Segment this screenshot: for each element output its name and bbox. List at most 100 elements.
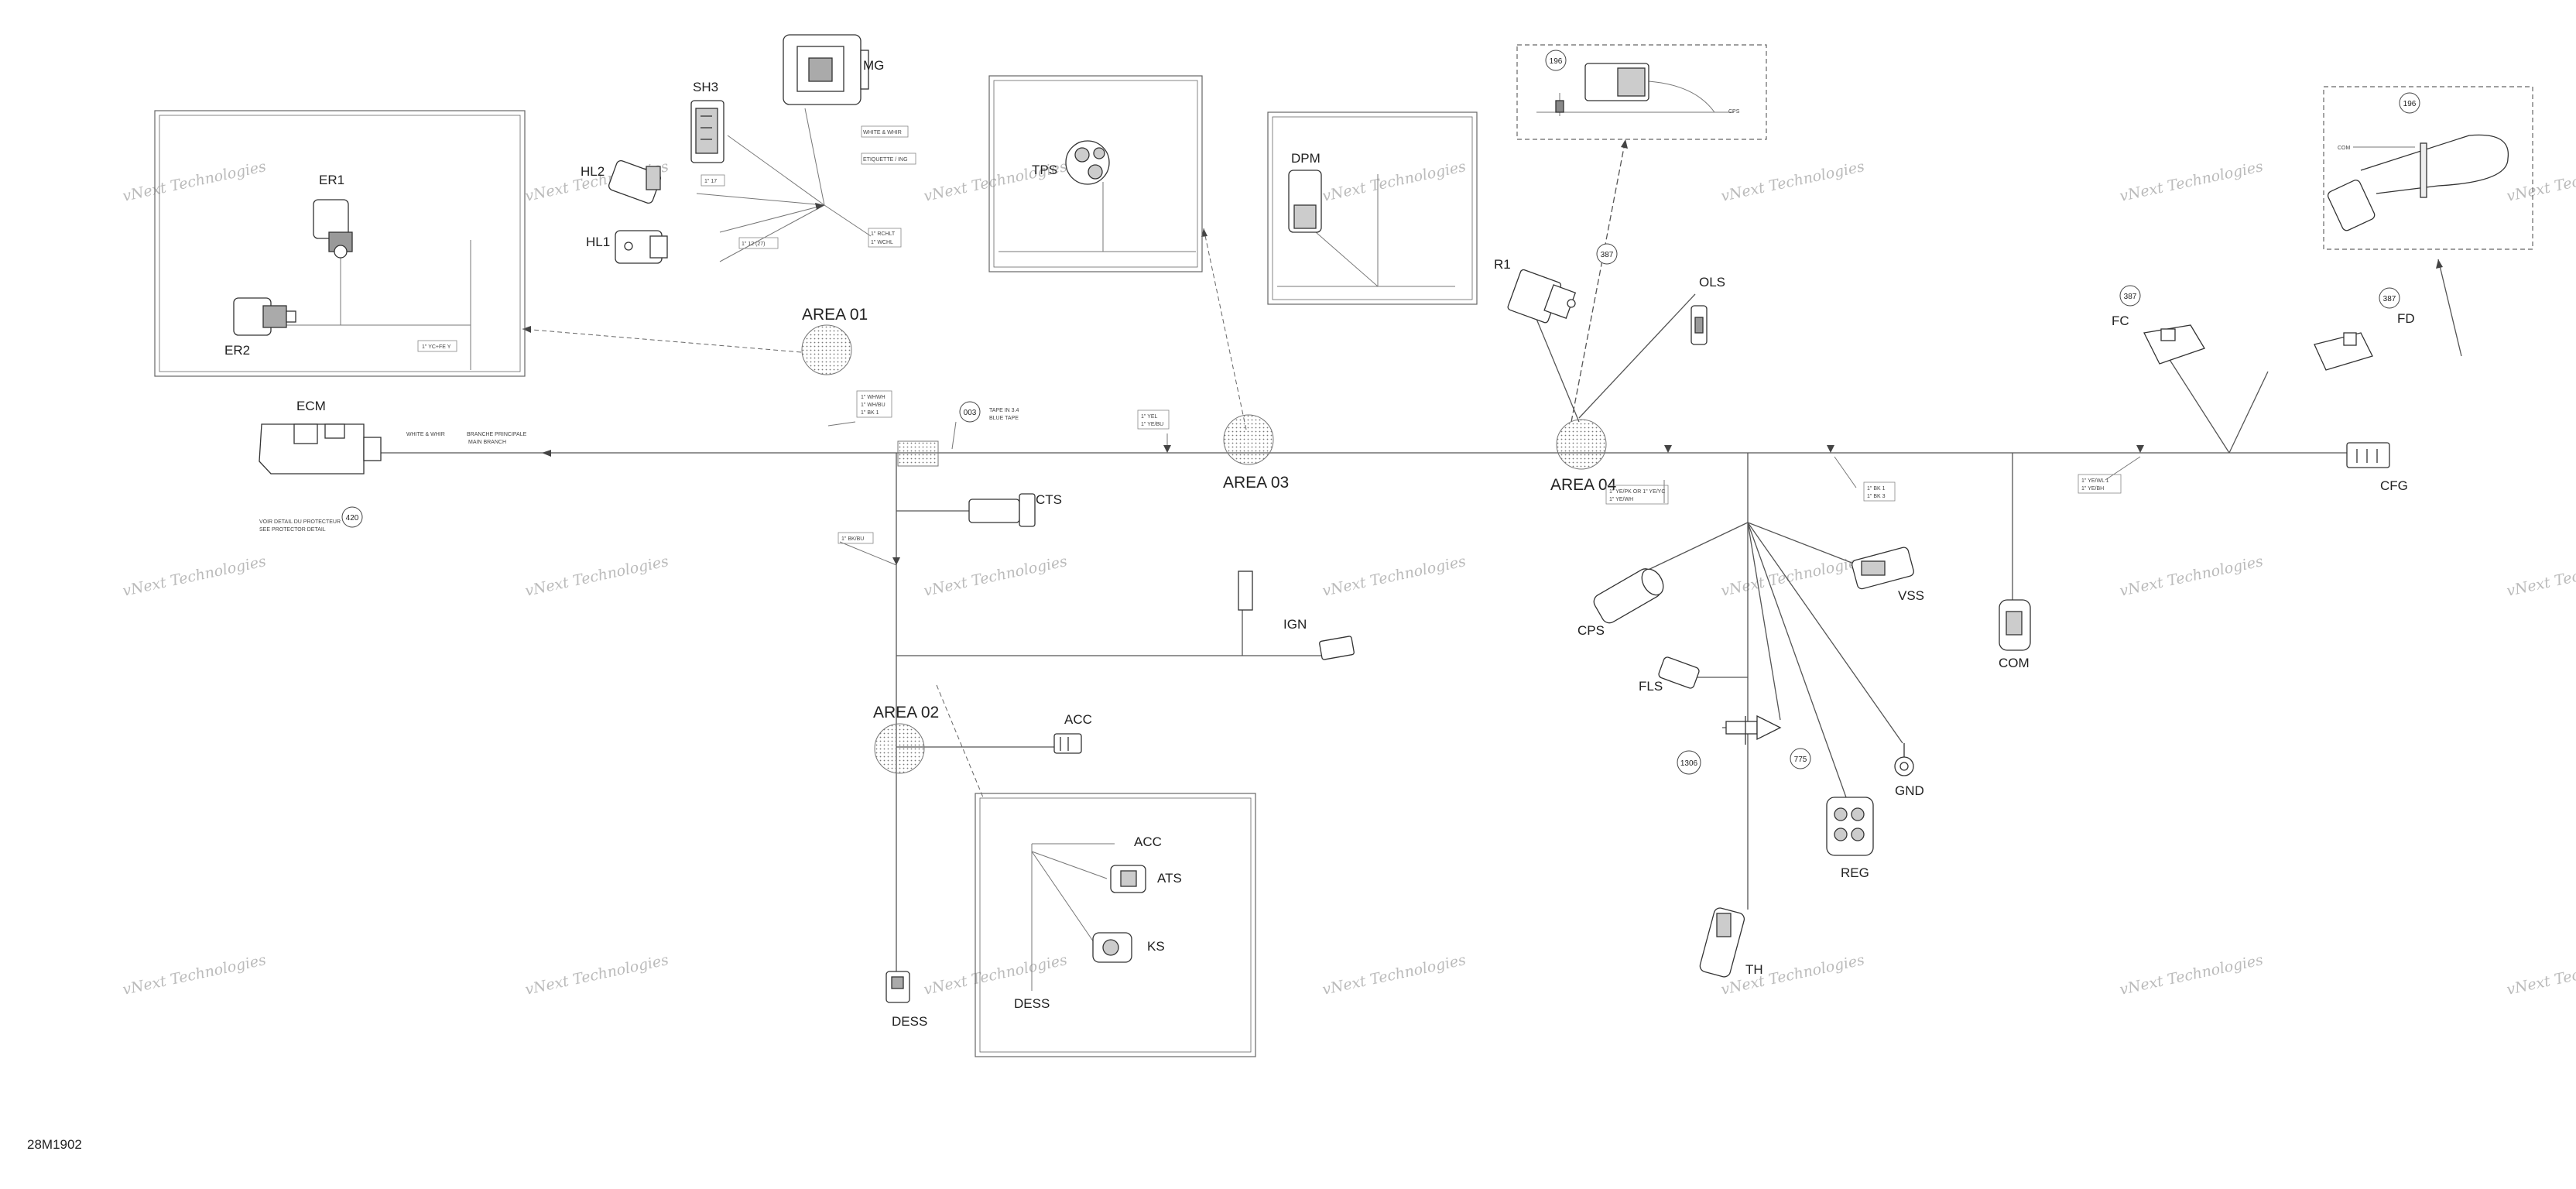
hl2-connector-icon	[608, 159, 661, 204]
tps-detail-frame-inner	[993, 80, 1198, 268]
area01-marker	[801, 324, 852, 375]
note-text: COM	[2338, 146, 2351, 151]
area02-callout-line	[936, 684, 984, 798]
cps-label: CPS	[1577, 623, 1605, 638]
note-box	[1137, 409, 1170, 430]
watermark: vNext Technologies	[2118, 951, 2264, 999]
dpm-connector-icon	[1288, 170, 1322, 233]
mg-connector-icon	[783, 34, 869, 105]
ign-terminal-icon	[1319, 636, 1355, 660]
area-labels: AREA 01 AREA 02 AREA 03 AREA 04	[802, 306, 1617, 721]
note-box	[738, 237, 779, 249]
mg-label: MG	[863, 58, 884, 73]
bubble-420: 420	[341, 506, 363, 528]
note-text: 1" 17	[704, 179, 717, 184]
callout-lines	[522, 228, 1247, 798]
ols-label: OLS	[1699, 275, 1725, 290]
cps-detail-frame	[1516, 44, 1767, 140]
watermark-layer: vNext Technologies vNext Technologies vN…	[121, 158, 2576, 999]
note-text: TAPE IN 3.4	[989, 408, 1019, 413]
detail-line	[1315, 231, 1379, 287]
bubble-387c: 387	[2379, 287, 2400, 309]
er2-connector-icon	[233, 297, 296, 336]
svg-text:003: 003	[964, 409, 977, 417]
watermark: vNext Technologies	[121, 158, 267, 205]
note-text: 1" BK/BU	[841, 536, 864, 542]
watermark: vNext Technologies	[121, 553, 267, 600]
vss-label: VSS	[1898, 588, 1924, 603]
arrowhead	[892, 557, 900, 565]
fls-label: FLS	[1639, 679, 1663, 694]
svg-text:196: 196	[1550, 57, 1563, 66]
bubble-387a: 387	[1596, 243, 1618, 265]
reg-regulator-icon	[1826, 797, 1874, 856]
com-connector-icon	[1999, 599, 2031, 651]
area04-marker	[1556, 419, 1607, 470]
fd-branch-line	[2228, 371, 2269, 454]
drawing-number: 28M1902	[27, 1137, 82, 1152]
note-text: 1" YE/WH	[1609, 497, 1633, 502]
note-text: ETIQUETTE / ING	[863, 157, 908, 163]
hl1-label: HL1	[586, 235, 610, 249]
note-box	[868, 228, 902, 248]
bubble-387b: 387	[2119, 285, 2141, 307]
cfg-connector-icon	[2346, 442, 2390, 468]
ats-sensor-icon	[1110, 865, 1146, 893]
note-text: MAIN BRANCH	[468, 440, 506, 445]
note-text: VOIR DETAIL DU PROTECTEUR	[259, 519, 341, 525]
note-text: 1" BK 1	[861, 410, 879, 416]
dpm-label: DPM	[1291, 151, 1321, 166]
watermark: vNext Technologies	[1719, 951, 1865, 999]
watermark: vNext Technologies	[2505, 158, 2576, 205]
svg-text:196: 196	[2403, 100, 2417, 108]
bubble-1306: 1306	[1677, 750, 1701, 775]
com-detail-frame	[2323, 86, 2533, 250]
tps-detail-frame	[988, 75, 1203, 272]
watermark: vNext Technologies	[121, 951, 267, 999]
reg-label: REG	[1841, 865, 1869, 880]
com-label: COM	[1999, 656, 2030, 670]
ols-sensor-icon	[1690, 305, 1708, 345]
watermark: vNext Technologies	[523, 553, 670, 600]
watermark: vNext Technologies	[2505, 951, 2576, 999]
hl1-connector-icon	[615, 230, 668, 264]
er1-connector-icon	[313, 199, 353, 259]
note-box	[861, 152, 916, 165]
detail-callout-line	[1571, 139, 1626, 423]
tps-label: TPS	[1032, 163, 1057, 177]
r1-branch-line	[1532, 309, 1580, 423]
detail-inner-lines	[275, 81, 2415, 991]
leader-line	[719, 204, 825, 233]
tps-connector-icon	[1065, 140, 1110, 185]
note-text: 1" WCHL	[871, 240, 893, 245]
connector-glyphs	[233, 34, 2509, 1003]
fc-label: FC	[2112, 314, 2129, 328]
bubble-775: 775	[1790, 748, 1811, 769]
note-text: BLUE TAPE	[989, 416, 1019, 421]
gnd-branch-line	[1747, 522, 1903, 744]
detail-line	[1031, 851, 1108, 879]
fd-label: FD	[2397, 311, 2415, 326]
area03-marker	[1223, 414, 1274, 465]
note-box	[861, 125, 909, 138]
ats-label: ATS	[1157, 871, 1182, 886]
area02-marker	[874, 723, 925, 774]
bubble-003: 003	[959, 401, 981, 423]
detail-line	[1031, 851, 1096, 945]
note-box	[417, 340, 457, 352]
watermark: vNext Technologies	[2505, 553, 2576, 600]
dpm-detail-frame	[1267, 111, 1478, 305]
arrowheads	[522, 139, 2443, 565]
acc-detail-label: ACC	[1134, 834, 1162, 849]
svg-text:387: 387	[1601, 251, 1614, 259]
dess-connector-icon	[886, 971, 910, 1003]
sh3-label: SH3	[693, 80, 718, 94]
ign-label: IGN	[1283, 617, 1307, 632]
tape-marker	[897, 440, 939, 467]
watermark: vNext Technologies	[1321, 553, 1467, 600]
leader-line	[824, 204, 872, 237]
arrowhead	[2136, 445, 2144, 453]
arrowhead	[1163, 445, 1171, 453]
svg-text:387: 387	[2124, 293, 2137, 301]
ks-label: KS	[1147, 939, 1165, 954]
